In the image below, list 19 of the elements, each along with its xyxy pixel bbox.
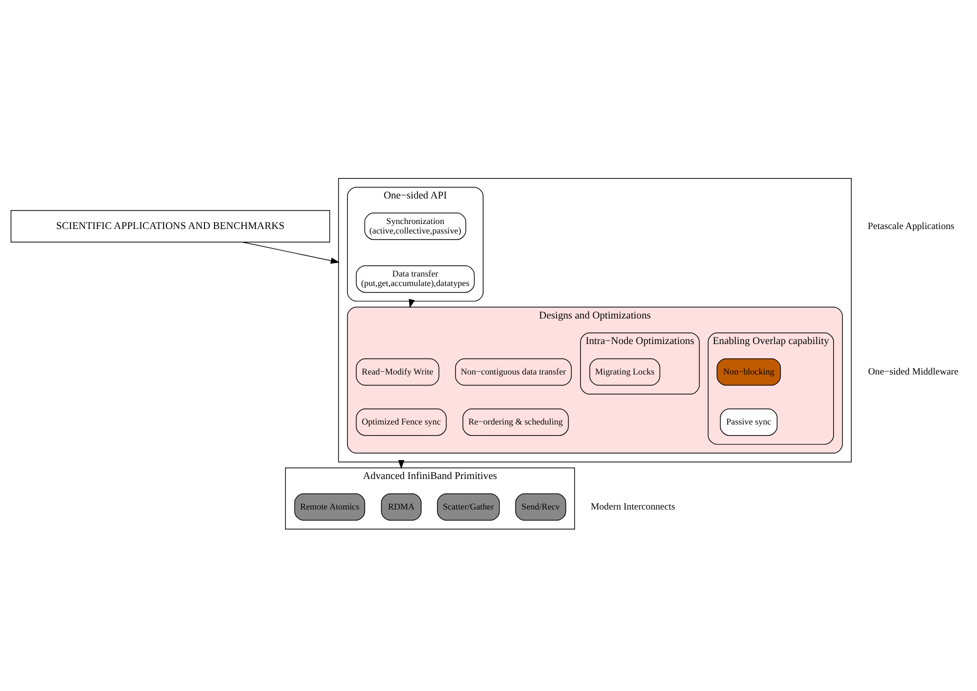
node-box: Scatter/Gather [437, 492, 500, 520]
node-box: Migrating Locks [589, 358, 660, 386]
label: One−sided Middleware [868, 366, 958, 378]
node-box: Synchronization (active,collective,passive) [364, 212, 466, 240]
node-box: Read−Modify Write [356, 358, 440, 386]
node-box: Data transfer (put,get,accumulate),datatypes [356, 264, 475, 292]
cluster [338, 177, 852, 462]
node-box: Remote Atomics [294, 492, 366, 520]
node-box: Optimized Fence sync [356, 408, 447, 436]
node-box: Passive sync [720, 408, 778, 436]
node-box: RDMA [380, 492, 422, 520]
label: Modern Interconnects [590, 501, 676, 512]
label: Petascale Applications [868, 220, 954, 232]
node-box: Re−ordering & scheduling [462, 408, 569, 436]
node-box: Send/Recv [515, 492, 566, 520]
node-box: Non−contiguous data transfer [455, 358, 572, 386]
node-box: Non−blocking [716, 358, 781, 386]
node-box: SCIENTIFIC APPLICATIONS AND BENCHMARKS [10, 210, 330, 242]
arrow [242, 241, 340, 264]
